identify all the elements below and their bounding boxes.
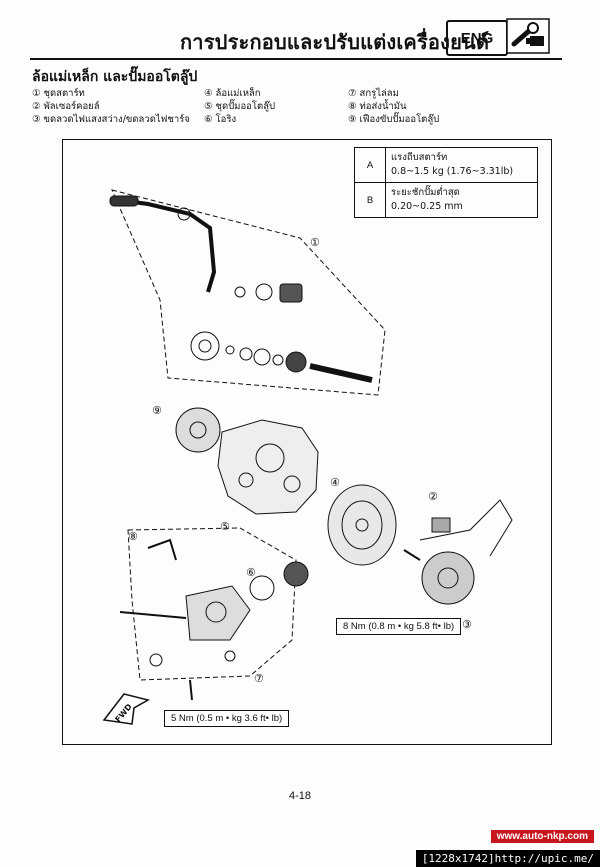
- kick-shaft: [309, 363, 373, 383]
- spec-key: B: [355, 183, 386, 217]
- pump-gear: [283, 561, 309, 587]
- starter-group-outline: [111, 189, 386, 396]
- page-number: 4-18: [288, 790, 312, 802]
- callout-6: ⑥: [246, 566, 256, 579]
- callout-7: ⑦: [254, 672, 264, 685]
- page-title: การประกอบและปรับแต่งเครื่องยนต์: [180, 30, 490, 54]
- oil-pump-body: [185, 585, 251, 641]
- part-item: ④ ล้อแม่เหล็ก: [204, 88, 261, 99]
- parts-column-2: ④ ล้อแม่เหล็ก ⑤ ชุดปั๊มออโตลู๊ป ⑥ โอริง: [204, 87, 275, 126]
- part-item: ② พัลเซอร์คอยล์: [32, 101, 100, 112]
- flywheel: [327, 484, 397, 566]
- spec-row-a: A แรงถีบสตาร์ท 0.8~1.5 kg (1.76~3.31lb): [355, 148, 537, 183]
- fwd-arrow-icon: [102, 693, 150, 725]
- crankcase: [217, 419, 319, 515]
- site-watermark: www.auto-nkp.com: [490, 830, 594, 843]
- starter-gear: [279, 283, 303, 303]
- upload-watermark: [1228x1742]http://upic.me/: [415, 850, 600, 867]
- kick-pivot: [177, 207, 191, 221]
- spec-table: A แรงถีบสตาร์ท 0.8~1.5 kg (1.76~3.31lb) …: [354, 147, 538, 218]
- spec-label: แรงถีบสตาร์ท: [391, 152, 448, 163]
- pump-screw: [119, 611, 187, 619]
- pump-drive-gear: [175, 407, 221, 453]
- part-item: ⑤ ชุดปั๊มออโตลู๊ป: [204, 101, 275, 112]
- callout-2: ②: [428, 490, 438, 503]
- o-ring: [249, 575, 275, 601]
- pulser-coil: [431, 517, 451, 533]
- spec-value: 0.20~0.25 mm: [391, 201, 463, 212]
- diagram-frame: [62, 139, 552, 745]
- ratchet-gear: [285, 351, 307, 373]
- spec-label: ระยะชักปั๊มต่ำสุด: [391, 187, 460, 198]
- part-item: ⑦ สกรูไล่ลม: [348, 88, 399, 99]
- spec-row-b: B ระยะชักปั๊มต่ำสุด 0.20~0.25 mm: [355, 183, 537, 217]
- pump-torque-label: 5 Nm (0.5 m • kg 3.6 ft• lb): [164, 710, 290, 727]
- spec-value: 0.8~1.5 kg (1.76~3.31lb): [391, 166, 514, 177]
- spec-key: A: [355, 148, 386, 182]
- section-title: ล้อแม่เหล็ก และปั๊มออโตลู๊ป: [32, 69, 198, 85]
- part-item: ⑥ โอริง: [204, 114, 237, 125]
- parts-column-3: ⑦ สกรูไล่ลม ⑧ ท่อส่งน้ำมัน ⑨ เฟืองขับปั๊…: [348, 87, 439, 126]
- part-item: ① ชุดสตาร์ท: [32, 88, 85, 99]
- engine-wrench-icon: [506, 18, 550, 54]
- part-item: ⑧ ท่อส่งน้ำมัน: [348, 101, 407, 112]
- kick-pedal: [109, 195, 139, 207]
- stator: [421, 551, 475, 605]
- kick-boss: [190, 331, 220, 361]
- header-rule: [30, 58, 562, 60]
- stator-torque-label: 8 Nm (0.8 m • kg 5.8 ft• lb): [336, 618, 462, 635]
- callout-1: ①: [310, 236, 320, 249]
- kick-arm: [117, 198, 217, 293]
- part-item: ⑨ เฟืองขับปั๊มออโตลู๊ป: [348, 114, 440, 125]
- callout-8: ⑧: [128, 530, 138, 543]
- oil-delivery-pipe: [147, 538, 177, 561]
- callout-5: ⑤: [220, 520, 230, 533]
- stator-wires: [419, 499, 513, 557]
- parts-column-1: ① ชุดสตาร์ท ② พัลเซอร์คอยล์ ③ ขดลวดไฟแสง…: [32, 87, 190, 126]
- part-item: ③ ขดลวดไฟแสงสว่าง/ขดลวดไฟชาร์จ: [32, 114, 190, 125]
- callout-9: ⑨: [152, 404, 162, 417]
- callout-4: ④: [330, 476, 340, 489]
- callout-3: ③: [462, 618, 472, 631]
